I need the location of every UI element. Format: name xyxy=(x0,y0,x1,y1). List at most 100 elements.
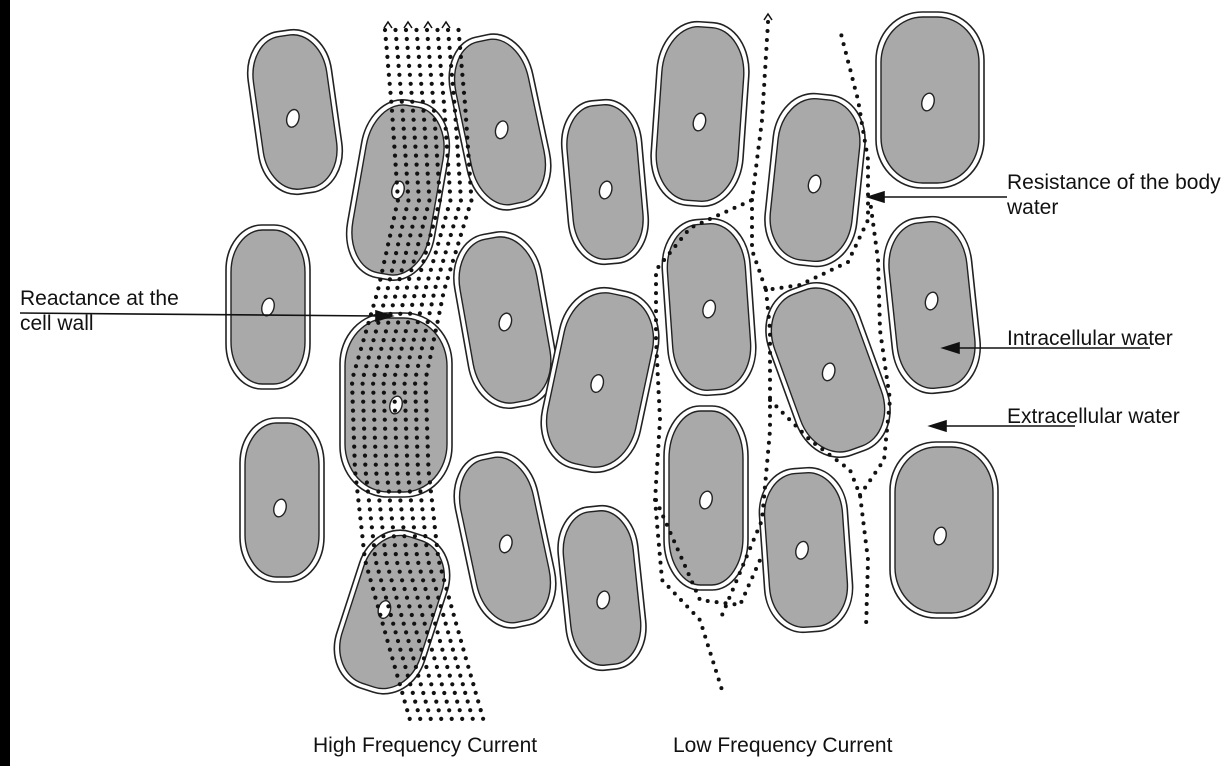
high-frequency-current-dot xyxy=(423,587,427,591)
high-frequency-current-dot xyxy=(395,463,399,467)
high-frequency-current-dot xyxy=(448,267,452,271)
low-frequency-current-dot xyxy=(654,345,658,349)
high-frequency-current-dot xyxy=(393,154,397,158)
high-frequency-current-dot xyxy=(437,674,441,678)
high-frequency-current-dot xyxy=(386,242,390,246)
high-frequency-current-dot xyxy=(408,233,412,237)
low-frequency-current-dot xyxy=(655,516,659,520)
low-frequency-current-dot xyxy=(814,276,818,280)
high-frequency-current-dot xyxy=(398,498,402,502)
high-frequency-current-dot xyxy=(365,480,369,484)
high-frequency-current-dot xyxy=(369,347,373,351)
high-frequency-current-dot xyxy=(384,463,388,467)
high-frequency-current-dot xyxy=(378,613,382,617)
high-frequency-current-dot xyxy=(426,462,430,466)
high-frequency-current-dot xyxy=(356,355,360,359)
high-frequency-current-dot xyxy=(443,118,447,122)
low-frequency-current-dot xyxy=(743,592,747,596)
high-frequency-current-dot xyxy=(373,552,377,556)
high-frequency-current-dot xyxy=(474,691,478,695)
high-frequency-current-dot xyxy=(390,656,394,660)
high-frequency-current-dot xyxy=(410,225,414,229)
high-frequency-current-dot xyxy=(424,390,428,394)
high-frequency-current-dot xyxy=(414,665,418,669)
high-frequency-current-dot xyxy=(394,329,398,333)
high-frequency-label: High Frequency Current xyxy=(313,733,537,758)
high-frequency-current-dot xyxy=(418,489,422,493)
low-frequency-current-dot xyxy=(766,450,770,454)
high-frequency-current-dot xyxy=(403,665,407,669)
high-frequency-current-dot xyxy=(426,708,430,712)
high-frequency-current-dot xyxy=(437,189,441,193)
low-frequency-current-dot xyxy=(701,626,705,630)
high-frequency-current-dot xyxy=(455,700,459,704)
high-frequency-current-dot xyxy=(437,561,441,565)
high-frequency-current-dot xyxy=(447,708,451,712)
high-frequency-current-dot xyxy=(351,418,355,422)
high-frequency-current-dot xyxy=(451,224,455,228)
low-frequency-current-dot xyxy=(835,458,839,462)
high-frequency-current-dot xyxy=(397,489,401,493)
high-frequency-current-dot xyxy=(441,613,445,617)
low-frequency-current-dot xyxy=(662,258,666,262)
high-frequency-current-dot xyxy=(435,28,439,32)
high-frequency-current-dot xyxy=(417,55,421,59)
high-frequency-current-dot xyxy=(403,699,407,703)
high-frequency-current-dot xyxy=(387,489,391,493)
high-frequency-current-dot xyxy=(402,127,406,131)
low-frequency-current-dot xyxy=(758,137,762,141)
high-frequency-current-dot xyxy=(385,561,389,565)
high-frequency-current-dot xyxy=(426,364,430,368)
high-frequency-current-dot xyxy=(404,251,408,255)
high-frequency-current-dot xyxy=(465,136,469,140)
low-frequency-current-dot xyxy=(754,260,758,264)
high-frequency-current-dot xyxy=(413,136,417,140)
high-frequency-current-dot xyxy=(445,700,449,704)
low-frequency-current-dot xyxy=(857,103,861,107)
high-frequency-current-dot xyxy=(434,587,438,591)
low-frequency-current-dot xyxy=(669,531,673,535)
high-frequency-current-dot xyxy=(399,507,403,511)
high-frequency-current-dot xyxy=(374,561,378,565)
low-frequency-current-dot xyxy=(741,202,745,206)
high-frequency-current-dot xyxy=(392,136,396,140)
high-frequency-current-dot xyxy=(398,312,402,316)
high-frequency-current-dot xyxy=(419,268,423,272)
high-frequency-current-dot xyxy=(458,189,462,193)
high-frequency-current-dot xyxy=(447,172,451,176)
high-frequency-current-dot xyxy=(404,427,408,431)
low-frequency-current-dot xyxy=(885,429,889,433)
low-frequency-current-dot xyxy=(768,414,772,418)
high-frequency-current-dot xyxy=(372,409,376,413)
high-frequency-current-dot xyxy=(448,46,452,50)
high-frequency-current-dot xyxy=(372,418,376,422)
low-frequency-current-dot xyxy=(700,221,704,225)
high-frequency-current-dot xyxy=(419,570,423,574)
high-frequency-current-dot xyxy=(378,507,382,511)
low-frequency-current-dot xyxy=(866,211,870,215)
high-frequency-current-dot xyxy=(405,596,409,600)
high-frequency-current-dot xyxy=(425,417,429,421)
low-frequency-current-dot xyxy=(888,402,892,406)
high-frequency-current-dot xyxy=(459,233,463,237)
high-frequency-current-dot xyxy=(448,674,452,678)
high-frequency-current-dot xyxy=(412,338,416,342)
high-frequency-current-dot xyxy=(373,436,377,440)
low-frequency-current-dot xyxy=(747,583,751,587)
high-frequency-current-dot xyxy=(451,648,455,652)
low-frequency-current-dot xyxy=(885,375,889,379)
high-frequency-current-dot xyxy=(450,73,454,77)
low-frequency-current-dot xyxy=(768,405,772,409)
high-frequency-current-dot xyxy=(388,234,392,238)
low-frequency-current-dot xyxy=(788,284,792,288)
low-frequency-current-dot xyxy=(866,184,870,188)
low-frequency-current-dot xyxy=(757,146,761,150)
high-frequency-current-dot xyxy=(388,498,392,502)
high-frequency-current-dot xyxy=(426,276,430,280)
high-frequency-current-dot xyxy=(402,622,406,626)
high-frequency-current-dot xyxy=(428,311,432,315)
low-frequency-current-dot xyxy=(860,512,864,516)
high-frequency-current-dot xyxy=(409,268,413,272)
high-frequency-current-dot xyxy=(383,552,387,556)
